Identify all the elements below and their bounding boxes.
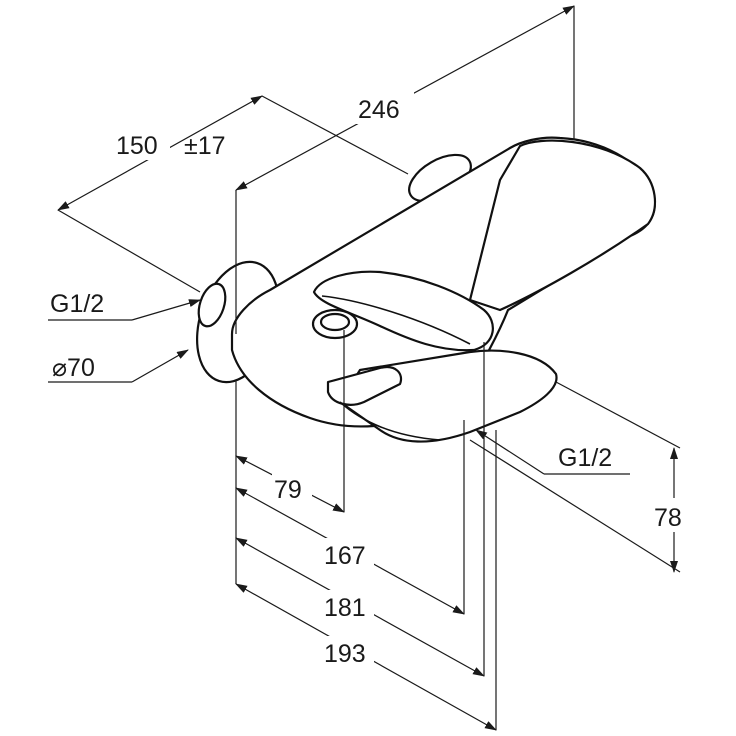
label-193: 193 [324,640,366,668]
label-167: 167 [324,542,366,570]
lever-handle [312,270,494,352]
label-tolerance-17: ±17 [184,132,226,160]
label-79: 79 [274,476,302,504]
spout-outlet [326,366,403,406]
label-181: 181 [324,594,366,622]
label-246: 246 [358,96,400,124]
faucet-body [195,136,656,443]
label-g12-left: G1/2 [50,290,104,318]
label-150: 150 [116,132,158,160]
g12-right-leader [475,429,545,475]
g12-left-leader [131,299,201,321]
dimension-labels: 150 ±17 246 G1/2 ⌀70 G1/2 78 79 167 181 … [50,90,696,668]
label-g12-right: G1/2 [558,444,612,472]
label-78: 78 [654,504,682,532]
dia70-leader [131,349,189,383]
label-dia70: ⌀70 [52,354,95,382]
